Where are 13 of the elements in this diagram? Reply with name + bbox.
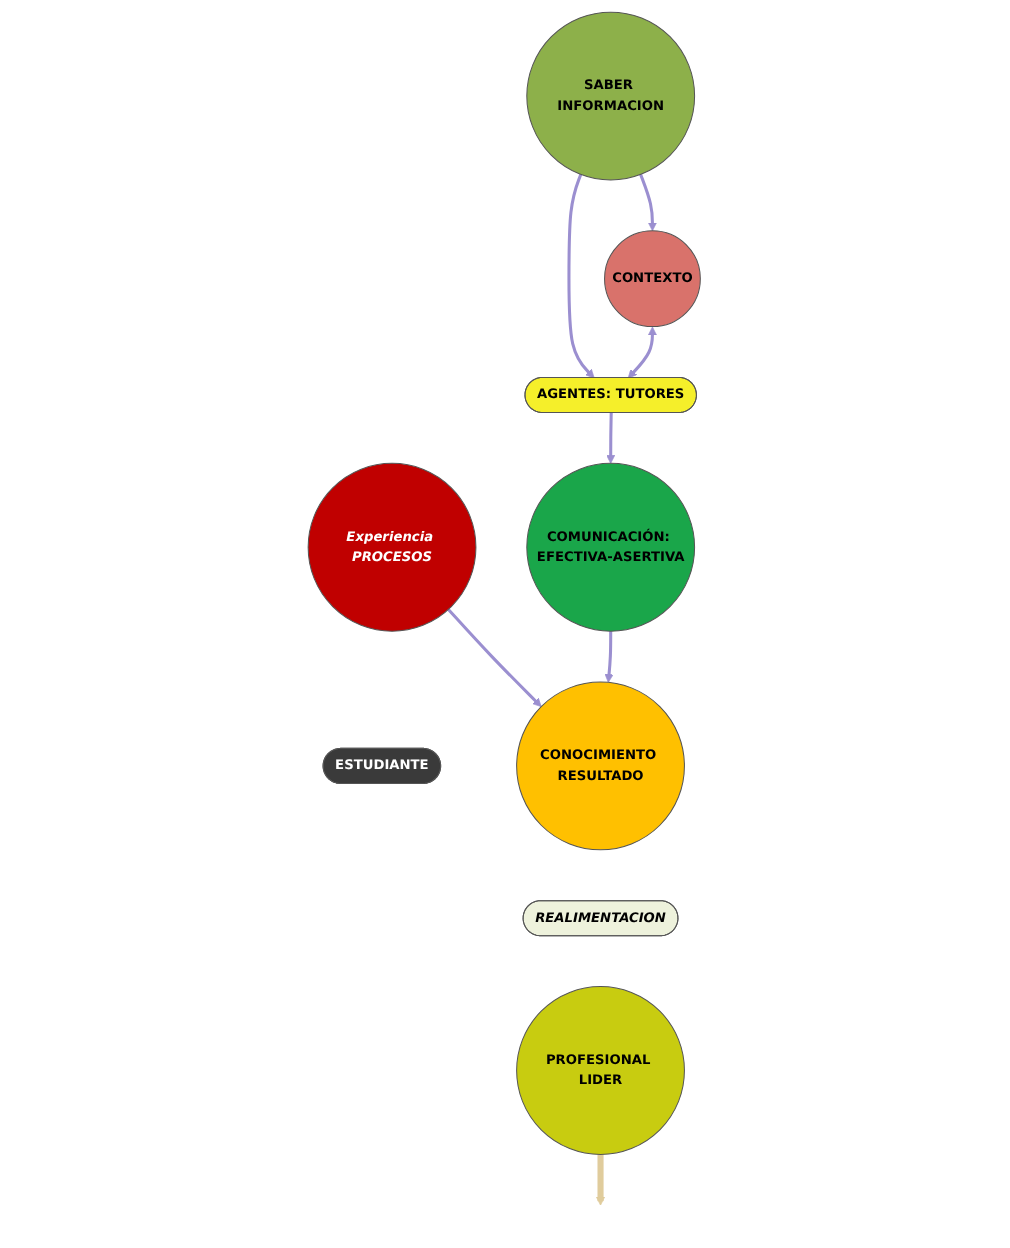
node-circle — [604, 230, 702, 328]
arrow — [596, 1154, 606, 1206]
node-circle — [516, 986, 686, 1155]
node-circle — [308, 462, 478, 632]
arrow — [448, 608, 543, 707]
arrow — [639, 173, 658, 232]
arrow — [605, 631, 615, 683]
arrow — [607, 413, 616, 464]
node-circle — [516, 681, 686, 851]
node-circle — [527, 462, 696, 632]
arrow — [628, 326, 658, 379]
arrow — [568, 173, 596, 379]
node-circle — [527, 11, 696, 181]
